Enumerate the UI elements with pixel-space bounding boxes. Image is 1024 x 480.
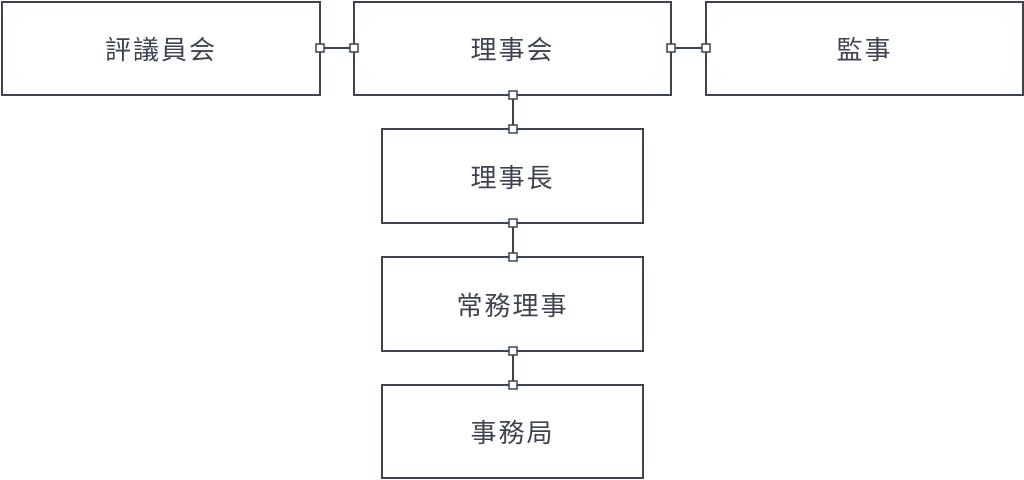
connector-council-board (315, 43, 359, 53)
node-council-label: 評議員会 (104, 36, 217, 66)
node-secretariat: 事務局 (381, 384, 644, 479)
node-chairman-label: 理事長 (470, 163, 555, 194)
connector-board-auditor (666, 43, 711, 53)
connector-executive-secretariat (508, 346, 518, 390)
connector-board-chairman (508, 90, 518, 134)
node-auditor: 監事 (705, 1, 1024, 96)
node-secretariat-label: 事務局 (470, 419, 555, 449)
node-board-label: 理事会 (470, 36, 555, 66)
node-executive-director-label: 常務理事 (456, 291, 569, 322)
node-board: 理事会 (353, 1, 672, 96)
connector-chairman-executive (508, 218, 518, 262)
node-council: 評議員会 (1, 1, 321, 96)
node-chairman: 理事長 (381, 128, 644, 224)
node-executive-director: 常務理事 (381, 256, 644, 352)
node-auditor-label: 監事 (836, 36, 893, 66)
